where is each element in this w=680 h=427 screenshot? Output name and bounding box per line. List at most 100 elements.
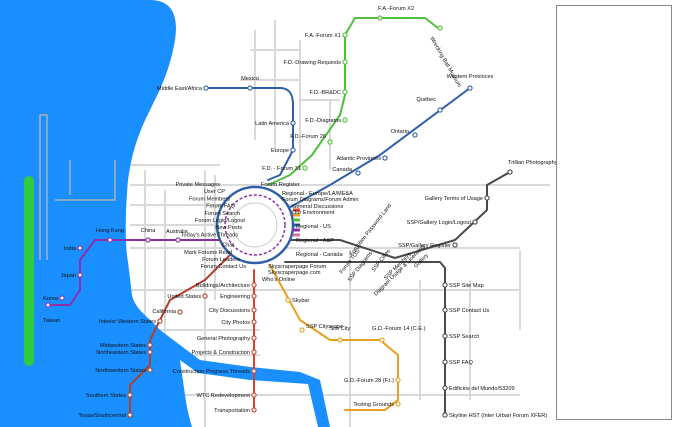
station-marker[interactable] [77, 272, 83, 278]
station-marker[interactable] [342, 59, 348, 65]
station-marker[interactable] [412, 132, 418, 138]
hub-label[interactable]: Forum Register [261, 182, 300, 188]
station-label[interactable]: SSP FAQ [449, 360, 473, 366]
station-marker[interactable] [290, 120, 296, 126]
station-label[interactable]: WTC Redevelopment [197, 393, 251, 399]
station-marker[interactable] [342, 89, 348, 95]
station-label[interactable]: Sim City [330, 326, 351, 332]
station-marker[interactable] [395, 377, 401, 383]
station-marker[interactable] [251, 349, 257, 355]
station-label[interactable]: SSP/Gallery Login/Logout [407, 220, 472, 226]
station-marker[interactable] [342, 32, 348, 38]
station-label[interactable]: Japan [61, 273, 76, 279]
hub-label[interactable]: General Discussions [292, 204, 344, 210]
hub-label[interactable]: Private Messages [176, 182, 221, 188]
station-label[interactable]: Interior Western States [99, 319, 156, 325]
hub-label[interactable]: Who's Online [262, 277, 295, 283]
hub-label[interactable]: Forum Search [205, 211, 240, 217]
station-label[interactable]: Ontario [391, 129, 409, 135]
station-label[interactable]: Texas/Southcentral [78, 413, 126, 419]
station-marker[interactable] [327, 139, 333, 145]
station-label[interactable]: Western Provinces [447, 74, 494, 80]
station-marker[interactable] [251, 335, 257, 341]
station-label[interactable]: Korea [43, 296, 59, 302]
station-marker[interactable] [442, 412, 448, 418]
station-marker[interactable] [251, 307, 257, 313]
hub-label[interactable]: Forum Members [189, 196, 230, 202]
station-label[interactable]: SSP Site Map [449, 283, 484, 289]
station-label[interactable]: Engineering [220, 294, 250, 300]
station-marker[interactable] [147, 367, 153, 373]
station-label[interactable]: Projects & Construction [192, 350, 250, 356]
station-marker[interactable] [251, 282, 257, 288]
station-marker[interactable] [442, 385, 448, 391]
station-label[interactable]: F.D.-Forum 26 [290, 134, 326, 140]
hub-label[interactable]: Mark Forums Read [184, 250, 232, 256]
station-marker[interactable] [202, 293, 208, 299]
station-label[interactable]: Skybar [292, 298, 310, 304]
hub-label[interactable]: Today's Active Threads [181, 232, 238, 238]
hub-label[interactable]: Forum Contact Us [201, 264, 247, 270]
station-label[interactable]: F.D.-Drawing Requests [283, 60, 341, 66]
station-label[interactable]: Hong Kong [96, 228, 124, 234]
station-marker[interactable] [467, 85, 473, 91]
station-marker[interactable] [442, 359, 448, 365]
hub-label[interactable]: Chat [222, 243, 234, 249]
station-marker[interactable] [342, 117, 348, 123]
station-label[interactable]: G.D.-Forum 28 (F.I.) [344, 378, 394, 384]
station-marker[interactable] [442, 333, 448, 339]
station-label[interactable]: Atlantic Provinces [337, 156, 382, 162]
station-label[interactable]: F.D.-BR&DC [310, 90, 341, 96]
station-marker[interactable] [203, 85, 209, 91]
hub-label[interactable]: Regional - Europe/LA/ME&A [282, 191, 353, 197]
station-label[interactable]: Wrecking Ball Museum [428, 36, 462, 89]
station-marker[interactable] [507, 169, 513, 175]
station-marker[interactable] [251, 368, 257, 374]
station-label[interactable]: Edificios del Mundo/53209 [449, 386, 515, 392]
station-label[interactable]: India [64, 246, 77, 252]
station-label[interactable]: California [152, 309, 177, 315]
station-marker[interactable] [147, 349, 153, 355]
station-marker[interactable] [285, 297, 291, 303]
station-marker[interactable] [437, 107, 443, 113]
hub-label[interactable]: Forum Diagrams/Forum Admin [282, 197, 358, 203]
hub-label[interactable]: Skyscraperpage Forum [268, 264, 326, 270]
station-marker[interactable] [59, 295, 65, 301]
station-label[interactable]: China [141, 228, 157, 234]
station-marker[interactable] [437, 25, 443, 31]
hub-label[interactable]: Regional - A&P [296, 238, 334, 244]
station-marker[interactable] [45, 302, 51, 308]
station-marker[interactable] [299, 327, 305, 333]
station-label[interactable]: SSP Search [449, 334, 479, 340]
station-marker[interactable] [77, 245, 83, 251]
station-marker[interactable] [379, 337, 385, 343]
hub-label[interactable]: User CP [204, 189, 225, 195]
station-marker[interactable] [395, 401, 401, 407]
station-marker[interactable] [157, 318, 163, 324]
station-label[interactable]: Midwestern States [100, 343, 146, 349]
station-label[interactable]: Europe [271, 148, 289, 154]
station-marker[interactable] [472, 219, 478, 225]
station-label[interactable]: G.D.-Forum 14 (C.E.) [372, 326, 426, 332]
station-label[interactable]: F.A.-Forum X1 [305, 33, 341, 39]
station-marker[interactable] [452, 242, 458, 248]
station-label[interactable]: SSP Cityscape [306, 324, 343, 330]
station-label[interactable]: Trillian Photography [508, 160, 558, 166]
station-label[interactable]: Latin America [255, 121, 290, 127]
station-marker[interactable] [355, 170, 361, 176]
hub-label[interactable]: Our Environment [292, 210, 335, 216]
station-label[interactable]: Québec [416, 97, 436, 103]
hub-label[interactable]: Forum Leaders [202, 257, 240, 263]
station-marker[interactable] [251, 407, 257, 413]
hub-label[interactable]: Forum Login/Logout [195, 218, 246, 224]
station-marker[interactable] [382, 155, 388, 161]
hub-label[interactable]: Forum FAQ [206, 204, 236, 210]
station-label[interactable]: General Photography [197, 336, 250, 342]
station-marker[interactable] [484, 195, 490, 201]
station-label[interactable]: SSP/Gallery Register [398, 243, 451, 249]
station-marker[interactable] [251, 392, 257, 398]
station-marker[interactable] [290, 147, 296, 153]
station-marker[interactable] [251, 319, 257, 325]
station-marker[interactable] [247, 85, 253, 91]
station-label[interactable]: Canada [332, 167, 352, 173]
